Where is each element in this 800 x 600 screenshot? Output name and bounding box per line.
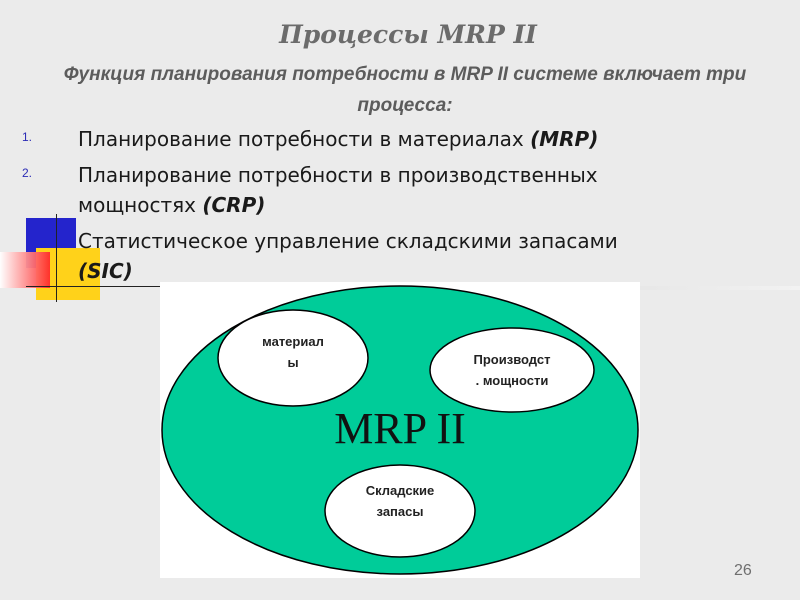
list-number: 2. <box>22 166 33 180</box>
list-abbr: (CRP) <box>202 193 266 217</box>
materials-bubble <box>217 309 369 407</box>
page-number: 26 <box>734 562 752 579</box>
capacity-label: Производст . мощности <box>473 352 551 388</box>
capacity-bubble <box>429 327 595 413</box>
slide-subtitle: Функция планирования потребности в MRP I… <box>63 64 747 116</box>
list-abbr: (MRP) <box>530 127 599 151</box>
diagram-canvas <box>161 285 639 575</box>
mrp-center-label: MRP II <box>334 404 466 453</box>
materials-label: материал ы <box>262 334 324 370</box>
deco-horizontal-line <box>26 286 160 287</box>
slide-title: Процессы MRP II <box>279 20 537 49</box>
list-text: Статистическое управление складскими зап… <box>78 229 618 253</box>
mrp-diagram: материал ы Производст . мощности Складск… <box>160 282 640 578</box>
list-text: Планирование потребности в производствен… <box>78 163 598 217</box>
list-abbr: (SIC) <box>78 259 133 283</box>
list-number: 1. <box>22 130 33 144</box>
inventory-bubble <box>324 464 476 558</box>
inventory-label: Складские запасы <box>365 483 435 519</box>
deco-red-gradient <box>0 252 50 288</box>
list-text: Планирование потребности в материалах <box>78 127 524 151</box>
deco-vertical-line <box>56 214 57 302</box>
